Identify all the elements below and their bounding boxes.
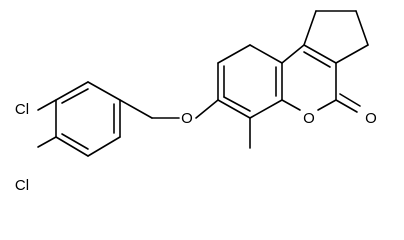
bond [303, 10, 317, 46]
bond [355, 10, 369, 46]
bond [335, 99, 358, 113]
ether-oxygen-label: O [181, 110, 193, 127]
bond [217, 44, 251, 64]
bond [61, 133, 89, 150]
bond [317, 99, 337, 111]
bond [55, 81, 89, 101]
bond [195, 99, 219, 119]
bond-lines [37, 10, 369, 157]
atom-labels: Cl Cl O O O [15, 101, 377, 194]
bond [339, 93, 361, 107]
bond [303, 51, 331, 68]
bond [223, 96, 251, 112]
chemical-structure-diagram: Cl Cl O O O [15, 10, 377, 194]
bond [249, 44, 283, 64]
bond [335, 44, 369, 64]
bond [55, 136, 89, 157]
bond [119, 99, 153, 119]
bond [217, 99, 251, 119]
bond [249, 99, 283, 119]
bond [37, 99, 57, 111]
carbonyl-oxygen-label: O [365, 110, 377, 127]
chlorine-atom-label: Cl [15, 101, 29, 118]
bond [87, 81, 121, 101]
bond [281, 99, 301, 111]
ring-oxygen-label: O [303, 110, 315, 127]
bond [303, 44, 337, 64]
bond [87, 136, 121, 157]
bond [281, 44, 305, 64]
bond [61, 88, 89, 104]
chlorine-atom-label: Cl [15, 177, 29, 194]
bond [37, 136, 57, 148]
